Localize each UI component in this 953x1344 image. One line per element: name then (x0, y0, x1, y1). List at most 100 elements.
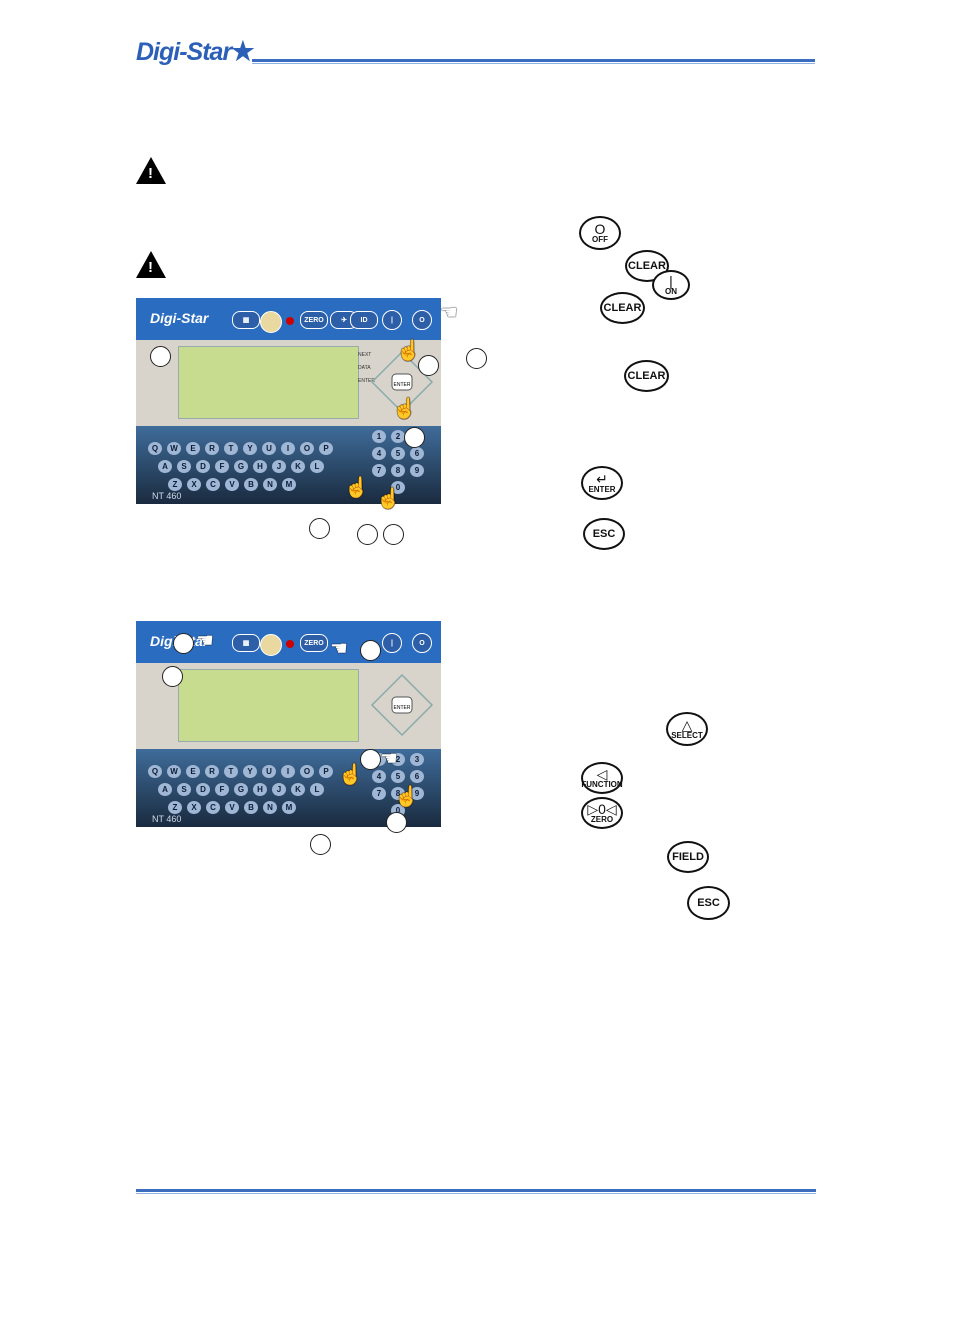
key-i[interactable]: I (281, 442, 295, 455)
key-v[interactable]: V (225, 478, 239, 491)
key-s[interactable]: S (177, 460, 191, 473)
key-m[interactable]: M (282, 478, 296, 491)
warning-triangle-icon: ! (136, 157, 166, 184)
callout-circle (310, 834, 331, 855)
key-j[interactable]: J (272, 783, 286, 796)
key-l[interactable]: L (310, 783, 324, 796)
key-t[interactable]: T (224, 442, 238, 455)
key-f[interactable]: F (215, 460, 229, 473)
key-w[interactable]: W (167, 442, 181, 455)
indicator-panel-2: Digi-Star ▦ ZERO | O ENTER QWERTYUIOPASD… (136, 621, 441, 827)
key-k[interactable]: K (291, 460, 305, 473)
key-t[interactable]: T (224, 765, 238, 778)
key-d[interactable]: D (196, 460, 210, 473)
pointing-hand-icon: ☚ (380, 748, 398, 770)
numpad-4[interactable]: 4 (372, 770, 386, 783)
numpad-4[interactable]: 4 (372, 447, 386, 460)
svg-text:ENTER: ENTER (394, 382, 411, 388)
callout-circle (309, 518, 330, 539)
key-h[interactable]: H (253, 460, 267, 473)
numpad-2[interactable]: 2 (391, 430, 405, 443)
numpad-9[interactable]: 9 (410, 464, 424, 477)
key-a[interactable]: A (158, 783, 172, 796)
key-j[interactable]: J (272, 460, 286, 473)
callout-circle (383, 524, 404, 545)
numpad-7[interactable]: 7 (372, 787, 386, 800)
key-c[interactable]: C (206, 801, 220, 814)
key-a[interactable]: A (158, 460, 172, 473)
clear-button-icon: CLEAR (600, 292, 645, 324)
numpad-6[interactable]: 6 (410, 770, 424, 783)
key-x[interactable]: X (187, 801, 201, 814)
key-k[interactable]: K (291, 783, 305, 796)
key-g[interactable]: G (234, 460, 248, 473)
key-y[interactable]: Y (243, 765, 257, 778)
direction-pad[interactable]: ENTER (370, 673, 434, 737)
key-x[interactable]: X (187, 478, 201, 491)
callout-circle (162, 666, 183, 687)
key-u[interactable]: U (262, 442, 276, 455)
numpad-1[interactable]: 1 (372, 430, 386, 443)
on-key[interactable]: | (382, 310, 402, 330)
key-r[interactable]: R (205, 765, 219, 778)
callout-circle (404, 427, 425, 448)
status-led (286, 317, 294, 325)
pointing-hand-icon: ☝ (344, 477, 369, 499)
key-b[interactable]: B (244, 801, 258, 814)
key-g[interactable]: G (234, 783, 248, 796)
key-e[interactable]: E (186, 765, 200, 778)
esc-button-icon: ESC (687, 886, 730, 920)
key-n[interactable]: N (263, 801, 277, 814)
key-z[interactable]: Z (168, 478, 182, 491)
numpad-3[interactable]: 3 (410, 753, 424, 766)
numpad-0[interactable]: 0 (391, 481, 405, 494)
key-y[interactable]: Y (243, 442, 257, 455)
model-label: NT 460 (152, 814, 182, 824)
pointing-hand-icon: ☚ (196, 630, 214, 652)
key-c[interactable]: C (206, 478, 220, 491)
field-key[interactable]: ▦ (232, 634, 260, 652)
start-stop-key[interactable] (260, 634, 282, 656)
direction-pad[interactable]: ENTER (370, 350, 434, 414)
key-v[interactable]: V (225, 801, 239, 814)
key-q[interactable]: Q (148, 765, 162, 778)
key-e[interactable]: E (186, 442, 200, 455)
key-s[interactable]: S (177, 783, 191, 796)
numpad-7[interactable]: 7 (372, 464, 386, 477)
key-u[interactable]: U (262, 765, 276, 778)
key-o[interactable]: O (300, 765, 314, 778)
key-p[interactable]: P (319, 442, 333, 455)
zero-button-icon: ▷0◁ZERO (581, 797, 623, 829)
pointing-hand-icon: ☝ (392, 398, 417, 420)
next-label: NEXT (358, 352, 372, 358)
numpad-2[interactable]: 2 (391, 753, 405, 766)
start-stop-key[interactable] (260, 311, 282, 333)
zero-key[interactable]: ZERO (300, 634, 328, 652)
numpad-5[interactable]: 5 (391, 447, 405, 460)
key-r[interactable]: R (205, 442, 219, 455)
key-d[interactable]: D (196, 783, 210, 796)
id-key[interactable]: ID (350, 311, 378, 329)
numpad-9[interactable]: 9 (410, 787, 424, 800)
key-n[interactable]: N (263, 478, 277, 491)
off-key[interactable]: O (412, 633, 432, 653)
zero-key[interactable]: ZERO (300, 311, 328, 329)
key-w[interactable]: W (167, 765, 181, 778)
key-f[interactable]: F (215, 783, 229, 796)
off-key[interactable]: O (412, 310, 432, 330)
key-i[interactable]: I (281, 765, 295, 778)
numpad-6[interactable]: 6 (410, 447, 424, 460)
numpad-8[interactable]: 8 (391, 464, 405, 477)
on-key[interactable]: | (382, 633, 402, 653)
key-q[interactable]: Q (148, 442, 162, 455)
key-m[interactable]: M (282, 801, 296, 814)
key-p[interactable]: P (319, 765, 333, 778)
numpad-8[interactable]: 8 (391, 787, 405, 800)
key-l[interactable]: L (310, 460, 324, 473)
field-key[interactable]: ▦ (232, 311, 260, 329)
key-z[interactable]: Z (168, 801, 182, 814)
key-o[interactable]: O (300, 442, 314, 455)
key-b[interactable]: B (244, 478, 258, 491)
numpad-5[interactable]: 5 (391, 770, 405, 783)
key-h[interactable]: H (253, 783, 267, 796)
